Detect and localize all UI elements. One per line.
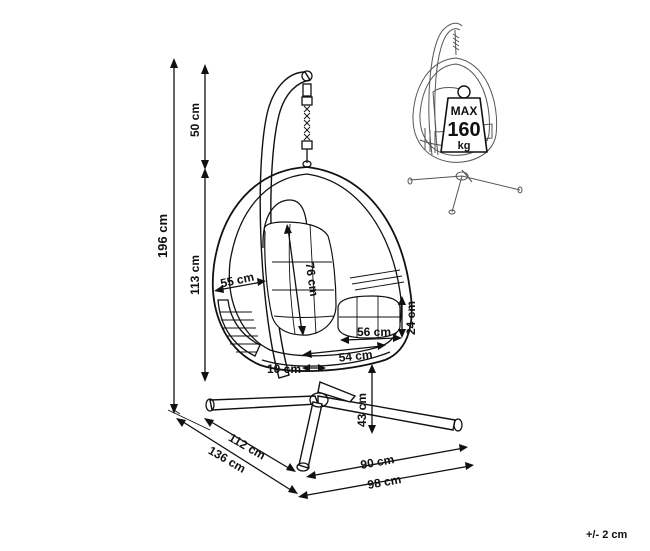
tolerance-note: +/- 2 cm (586, 529, 628, 541)
label-seat-ground-height: 43 cm (355, 393, 369, 427)
label-stand-height: 113 cm (188, 255, 202, 295)
backrest-cushion (263, 221, 337, 336)
weight-unit-text: kg (458, 140, 471, 152)
dimension-lines (167, 58, 474, 499)
label-hook-height: 50 cm (188, 103, 202, 137)
label-base-thickness: 10 cm (267, 362, 301, 376)
label-base-width: 90 cm (359, 452, 395, 472)
hanging-chain (301, 83, 313, 168)
weight-max-text: MAX (451, 104, 478, 118)
label-armrest-height: 24 cm (404, 301, 418, 335)
main-chair-drawing (211, 70, 413, 379)
weight-limit-icon: MAX 160 kg (440, 85, 488, 153)
label-backrest-height: 76 cm (303, 262, 322, 298)
label-inner-width: 54 cm (338, 347, 373, 364)
label-overall-width: 98 cm (366, 472, 402, 492)
label-seat-depth: 55 cm (219, 270, 255, 291)
weight-value-text: 160 (447, 119, 480, 141)
stand-base (205, 381, 463, 472)
label-seat-width: 56 cm (357, 325, 391, 339)
label-total-height: 196 cm (155, 214, 170, 258)
